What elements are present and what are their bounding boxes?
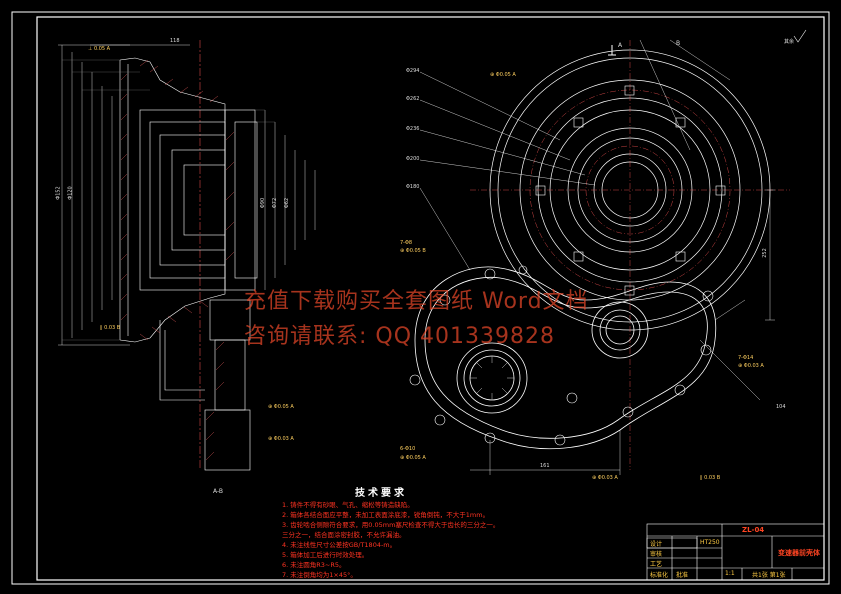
watermark-line-1: 充值下载购买全套图纸 Word文档 xyxy=(244,289,589,314)
title-block-label-process: 工艺 xyxy=(650,561,663,568)
tech-requirement-3: 3. 齿轮啮合侧隙符合要求，用0.05mm塞尺检查不得大于齿长的三分之一。 xyxy=(282,521,500,529)
dim-d5: Φ180 xyxy=(406,184,420,190)
dimension-lines-left xyxy=(58,44,316,346)
tech-requirement-7: 7. 未注倒角均为1×45°。 xyxy=(282,571,357,579)
dim-d4: Φ200 xyxy=(406,156,420,162)
dim-len2: 252 xyxy=(761,248,768,258)
bolt-circle-dashed xyxy=(470,40,790,470)
tech-requirement-4: 4. 未注线性尺寸公差按GB/T1804-m。 xyxy=(282,541,397,549)
position-tag-holes-3: ⊕ Φ0.05 A xyxy=(400,455,426,461)
view-label-side: B xyxy=(676,40,681,47)
outer-border xyxy=(11,11,830,585)
dim-d10: Φ62 xyxy=(284,197,291,209)
section-view-a-b xyxy=(119,40,258,471)
holes-tag-3: 6-Φ10 xyxy=(400,446,416,452)
scale-value: 1:1 xyxy=(725,570,735,577)
drawing-title: 变速器前壳体 xyxy=(778,549,820,557)
dim-d1: Φ294 xyxy=(406,68,420,74)
dim-d7: Φ120 xyxy=(67,186,74,200)
position-tag-holes-1: ⊕ Φ0.05 B xyxy=(400,248,426,254)
position-tag-holes-2: ⊕ Φ0.03 A xyxy=(738,363,764,369)
tech-requirement-6: 6. 未注圆角R3~R5。 xyxy=(282,561,346,569)
section-hatching xyxy=(120,59,235,461)
tech-requirement-3b: 三分之一，结合面涂密封胶，不允许漏油。 xyxy=(282,531,406,539)
tech-requirement-2: 2. 箱体各结合面应平整，未加工表面涂底漆，锐角倒钝，不大于1mm。 xyxy=(282,511,490,519)
bolt-holes-large xyxy=(535,85,726,296)
title-block xyxy=(646,523,825,581)
section-markers xyxy=(608,45,616,56)
holes-tag-2: 7-Φ14 xyxy=(738,355,754,361)
position-tag-bottom-2: ∥ 0.03 B xyxy=(700,475,721,481)
dim-d6: Φ152 xyxy=(55,186,62,200)
title-block-label-design: 设计 xyxy=(650,541,663,548)
position-tag-left-2: ⊕ Φ0.03 A xyxy=(268,436,294,442)
roughness-symbol xyxy=(793,29,807,43)
dim-d8: Φ90 xyxy=(260,197,267,209)
dim-d3: Φ236 xyxy=(406,126,420,132)
title-block-label-review: 审核 xyxy=(650,551,663,558)
bolt-holes-lower xyxy=(409,265,714,446)
watermark-line-2: 咨询请联系: QQ 401339828 xyxy=(244,324,556,349)
title-block-label-approve: 批准 xyxy=(676,572,689,579)
flatness-tag-1: ⊥ 0.05 A xyxy=(88,46,111,52)
tech-requirement-5: 5. 箱体加工后进行时效处理。 xyxy=(282,551,369,559)
roughness-note: 其余 xyxy=(784,39,795,45)
dim-d9: Φ72 xyxy=(272,197,279,209)
drawing-number: ZL-04 xyxy=(742,526,765,534)
sheet-count: 共1张 第1张 xyxy=(752,572,786,579)
material-value: HT250 xyxy=(700,539,720,546)
position-tag-bottom-1: ⊕ Φ0.03 A xyxy=(592,475,618,481)
spline-teeth xyxy=(470,356,514,400)
view-label-top: A xyxy=(618,42,623,49)
holes-tag-1: 7-Φ8 xyxy=(400,240,413,246)
inner-border xyxy=(36,16,825,581)
extension-lines xyxy=(62,59,275,341)
title-block-left xyxy=(646,537,698,549)
position-tag-top: ⊕ Φ0.05 A xyxy=(490,72,516,78)
dim-len3: 161 xyxy=(540,463,550,469)
section-label: A-B xyxy=(213,488,224,495)
dim-d2: Φ262 xyxy=(406,96,420,102)
tech-requirements-title: 技术要求 xyxy=(355,488,407,499)
tech-requirement-1: 1. 铸件不得有砂眼、气孔、缩松等铸造缺陷。 xyxy=(282,501,414,509)
title-block-label-standard: 标准化 xyxy=(650,572,669,579)
dim-len1: 118 xyxy=(170,38,180,44)
position-tag-left-1: ⊕ Φ0.05 A xyxy=(268,404,294,410)
leader-lines xyxy=(419,39,775,475)
dim-len4: 104 xyxy=(776,404,786,410)
flatness-tag-2: ∥ 0.03 B xyxy=(100,325,121,331)
